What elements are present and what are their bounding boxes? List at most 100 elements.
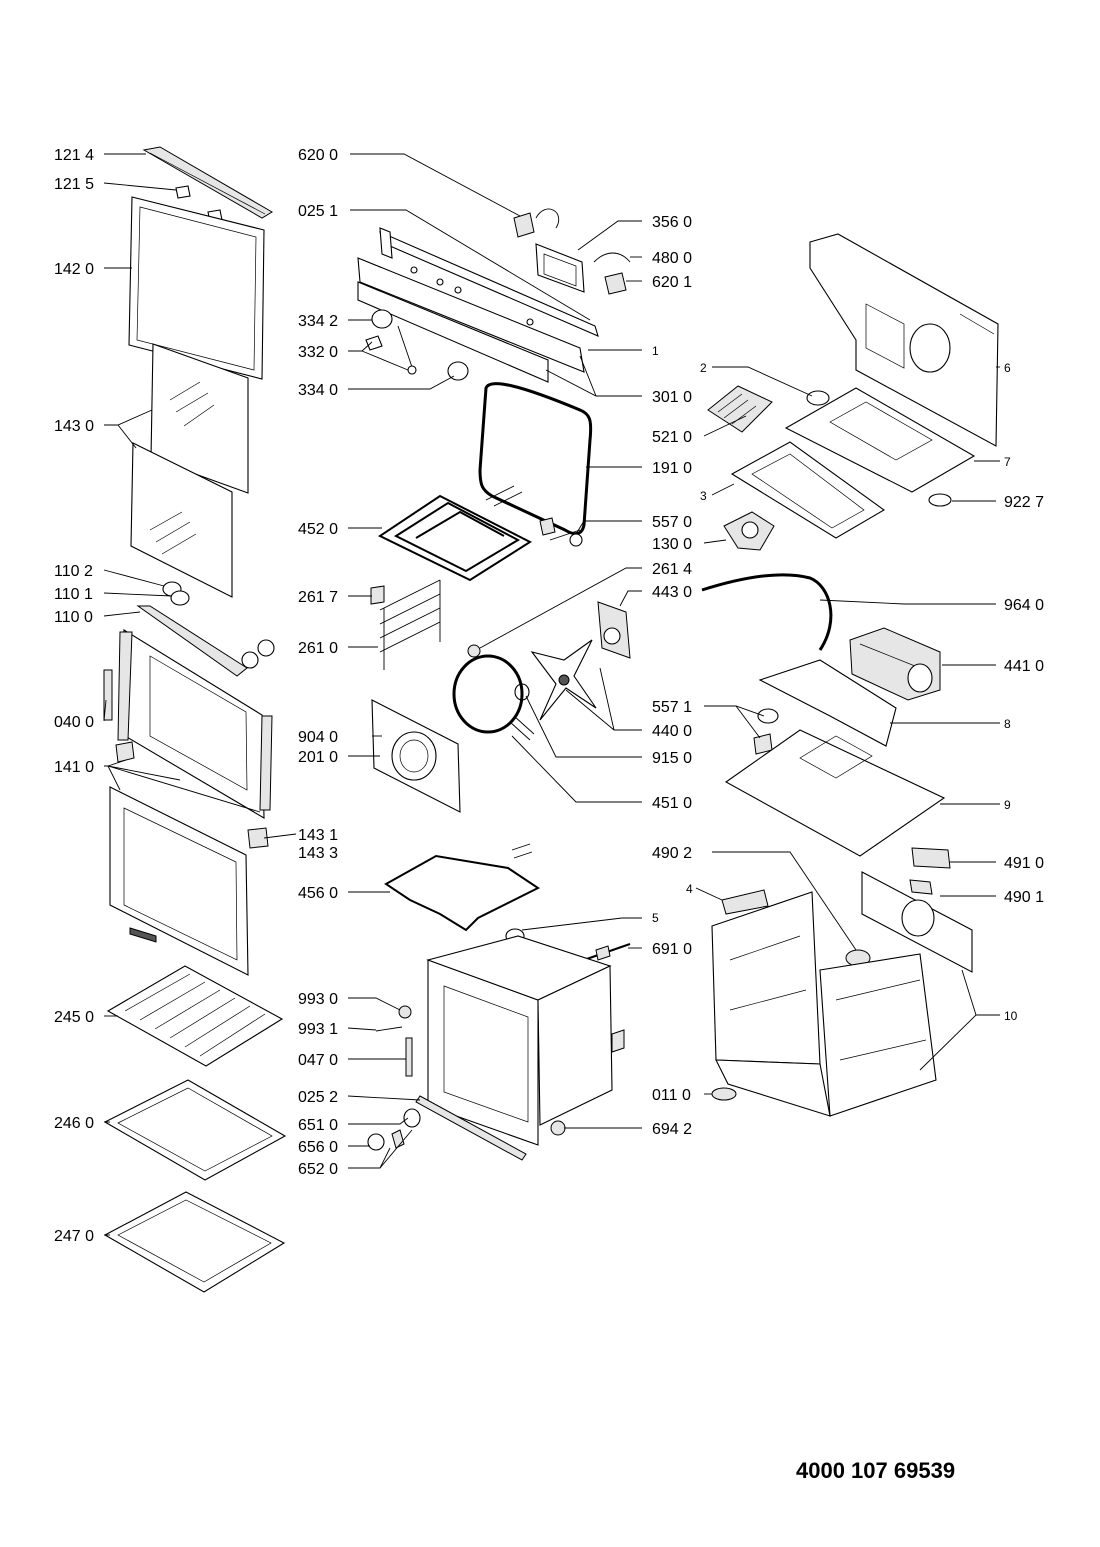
knob-334-2	[371, 309, 393, 329]
callout-557-0: 557 0	[652, 514, 692, 531]
bracket-047-0	[405, 1037, 413, 1077]
back-panel-201-0	[371, 699, 461, 813]
knob-334-0	[447, 361, 469, 381]
top-element-456-0	[384, 843, 540, 932]
callout-143-3: 143 3	[298, 845, 338, 862]
side-rails-261-0	[379, 579, 441, 670]
inner-glass-143-0	[130, 343, 249, 598]
callout-2: 2	[700, 361, 707, 375]
foot-011-0	[711, 1087, 737, 1101]
deep-tray-247-0	[103, 1191, 286, 1293]
document-number: 4000 107 69539	[796, 1458, 955, 1483]
outer-door-glass-142-0	[128, 196, 265, 380]
callout-456-0: 456 0	[298, 885, 338, 902]
callout-557-1: 557 1	[652, 699, 692, 716]
callout-490-1: 490 1	[1004, 889, 1044, 906]
door-handle-110-0	[136, 605, 248, 677]
callout-490-2: 490 2	[652, 845, 692, 862]
cooling-fan-441-0	[849, 627, 941, 701]
callout-651-0: 651 0	[298, 1117, 338, 1134]
oven-cavity	[426, 935, 625, 1146]
callout-691-0: 691 0	[652, 941, 692, 958]
lamp-694-2	[550, 1120, 566, 1136]
gasket-922-7	[928, 493, 952, 507]
insulation-tray-7	[784, 387, 976, 493]
rear-panel-490-1	[861, 871, 973, 973]
wire-rack-245-0	[106, 965, 284, 1067]
base-plate-9	[724, 729, 946, 857]
callout-10: 10	[1004, 1009, 1018, 1023]
callout-452-0: 452 0	[298, 521, 338, 538]
timer-display-356-0	[535, 243, 585, 293]
callout-labels: 121 4 121 5 142 0 143 0 110 2 110 1 110 …	[54, 147, 1044, 1245]
callout-245-0: 245 0	[54, 1009, 94, 1026]
door-trim-121-4	[142, 146, 273, 219]
callout-656-0: 656 0	[298, 1139, 338, 1156]
callout-620-0: 620 0	[298, 147, 338, 164]
callout-491-0: 491 0	[1004, 855, 1044, 872]
callout-694-2: 694 2	[652, 1121, 692, 1138]
callout-652-0: 652 0	[298, 1161, 338, 1178]
callout-047-0: 047 0	[298, 1052, 338, 1069]
top-cover-6	[809, 233, 999, 447]
fan-nut-261-4	[467, 644, 481, 658]
cable-480-0	[593, 252, 631, 263]
leader-lines	[103, 153, 1000, 1236]
switch-620-0	[513, 208, 559, 238]
callout-261-7: 261 7	[298, 589, 338, 606]
callout-141-0: 141 0	[54, 759, 94, 776]
bracket-4	[721, 889, 769, 915]
callout-011-0: 011 0	[652, 1087, 691, 1104]
callout-1: 1	[652, 344, 659, 358]
lamp-assembly-65x	[367, 1108, 421, 1151]
callout-904-0: 904 0	[298, 729, 338, 746]
callout-5: 5	[652, 911, 659, 925]
callout-121-4: 121 4	[54, 147, 94, 164]
door-clip-121-5	[175, 185, 223, 223]
shelf-support-261-7	[370, 585, 385, 605]
callout-915-0: 915 0	[652, 750, 692, 767]
callout-4: 4	[686, 882, 693, 896]
callout-993-0: 993 0	[298, 991, 338, 1008]
callout-191-0: 191 0	[652, 460, 692, 477]
callout-443-0: 443 0	[652, 584, 692, 601]
circuit-board-521-0	[707, 385, 773, 433]
callout-521-0: 521 0	[652, 429, 692, 446]
callout-142-0: 142 0	[54, 261, 94, 278]
callout-451-0: 451 0	[652, 795, 692, 812]
grommet-2	[806, 390, 830, 406]
callout-143-1: 143 1	[298, 827, 338, 844]
callout-9: 9	[1004, 798, 1011, 812]
callout-110-0: 110 0	[54, 609, 93, 626]
callout-143-0: 143 0	[54, 418, 94, 435]
callout-7: 7	[1004, 455, 1011, 469]
inner-door-frame	[109, 786, 249, 976]
callout-993-1: 993 1	[298, 1021, 338, 1038]
floor-plate-3	[730, 441, 886, 539]
callout-441-0: 441 0	[1004, 658, 1044, 675]
callout-261-4: 261 4	[652, 561, 692, 578]
callout-130-0: 130 0	[652, 536, 692, 553]
callout-334-2: 334 2	[298, 313, 338, 330]
control-panel-025-1	[379, 227, 599, 337]
baking-tray-246-0	[103, 1079, 287, 1181]
motor-130-0	[723, 511, 775, 551]
callout-301-0: 301 0	[652, 389, 692, 406]
callout-8: 8	[1004, 717, 1011, 731]
grill-element-452-0	[377, 485, 533, 582]
callout-247-0: 247 0	[54, 1228, 94, 1245]
fan-bracket-8	[758, 659, 897, 747]
callout-332-0: 332 0	[298, 344, 338, 361]
callout-201-0: 201 0	[298, 749, 338, 766]
outer-housing-10	[711, 891, 937, 1117]
callout-110-2: 110 2	[54, 563, 93, 580]
callout-356-0: 356 0	[652, 214, 692, 231]
hinge-parts-993	[375, 1005, 412, 1032]
terminal-491-0	[911, 847, 951, 869]
callout-110-1: 110 1	[54, 586, 93, 603]
callout-620-1: 620 1	[652, 274, 692, 291]
callout-261-0: 261 0	[298, 640, 338, 657]
door-seal-191-0	[478, 382, 593, 536]
callout-3: 3	[700, 489, 707, 503]
